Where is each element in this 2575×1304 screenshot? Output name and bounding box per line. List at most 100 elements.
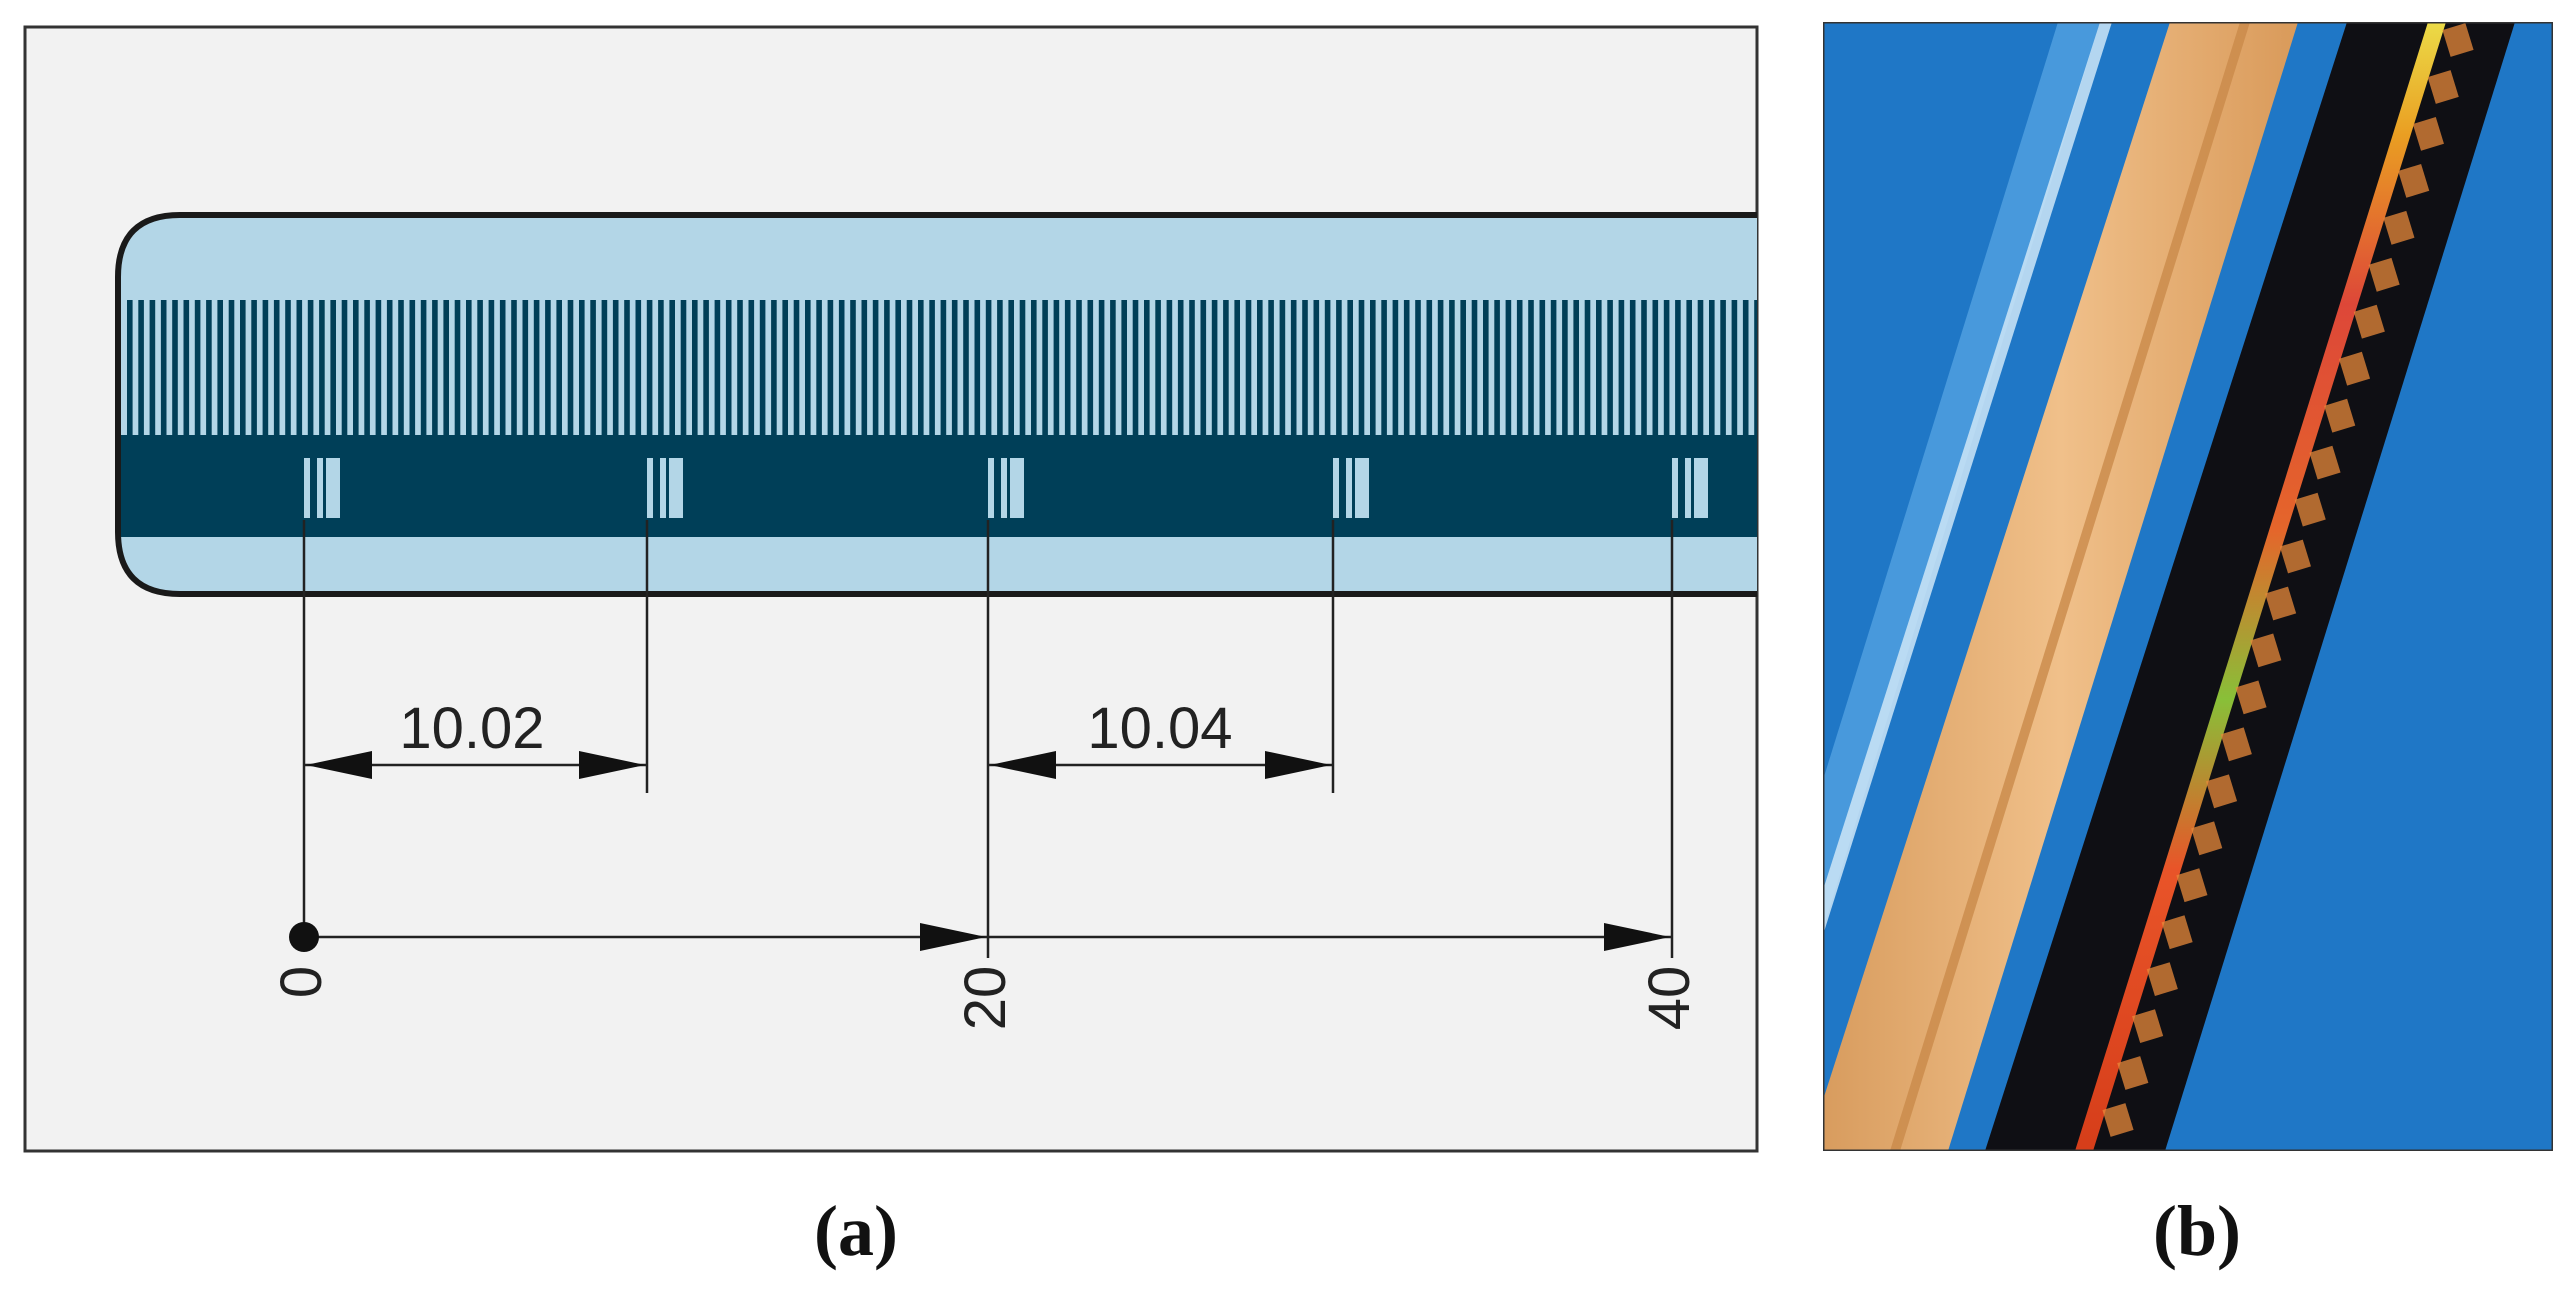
graduation-line (1437, 300, 1444, 435)
graduation-line (1370, 300, 1376, 435)
graduation-line (1731, 300, 1738, 435)
photo-mark (2279, 539, 2311, 574)
graduation-line (240, 300, 246, 435)
graduation-line (1087, 300, 1094, 435)
graduation-line (1460, 300, 1466, 435)
graduation-line (375, 300, 382, 435)
distance-coded-reference-marks (304, 458, 1708, 518)
photo-mark (2117, 1056, 2149, 1090)
graduation-line (1053, 300, 1060, 435)
photo-mark (2250, 633, 2282, 668)
graduation-line (929, 300, 935, 435)
graduation-line (635, 300, 642, 435)
graduation-line (1607, 300, 1613, 435)
graduation-line (556, 300, 562, 435)
scale-body (115, 212, 1757, 597)
photo-mark (2442, 23, 2474, 57)
graduation-line (1697, 300, 1704, 435)
graduation-line (1257, 300, 1263, 435)
graduation-line (1675, 300, 1681, 435)
reference-track (121, 435, 1757, 537)
arrowhead (1265, 751, 1331, 779)
graduation-line (1471, 300, 1478, 435)
graduation-line (669, 300, 675, 435)
graduation-line (997, 300, 1003, 435)
graduation-line (341, 300, 348, 435)
reference-mark-bar (1010, 458, 1024, 518)
graduation-line (1189, 300, 1195, 435)
graduation-line (1245, 300, 1252, 435)
arrowhead (920, 923, 986, 951)
graduation-line (330, 300, 336, 435)
reference-mark-bar (1346, 458, 1352, 518)
reference-mark-bar (988, 458, 994, 518)
graduation-line (1641, 300, 1647, 435)
graduation-line (251, 300, 257, 435)
graduation-line (1076, 300, 1082, 435)
graduation-line (1754, 300, 1757, 435)
graduation-line (499, 300, 506, 435)
graduation-line (714, 300, 721, 435)
photo-mark (2146, 962, 2178, 996)
graduation-line (172, 300, 178, 435)
graduation-line (918, 300, 924, 435)
photo-mark (2309, 445, 2341, 480)
graduation-line (816, 300, 822, 435)
graduation-line (1494, 300, 1500, 435)
scale-outline (115, 212, 1757, 597)
glass-rod-edge (1823, 22, 2112, 935)
graduation-line (217, 300, 223, 435)
graduation-line (364, 300, 370, 435)
graduation-line (703, 300, 709, 435)
graduation-line (1223, 300, 1229, 435)
graduation-line (443, 300, 449, 435)
graduation-line (1031, 300, 1037, 435)
graduation-line (1200, 300, 1207, 435)
graduation-line (409, 300, 416, 435)
graduation-line (285, 300, 291, 435)
photo-mark (2338, 351, 2371, 386)
graduation-line (262, 300, 269, 435)
arrowheads (289, 751, 1670, 952)
photo-mark (2383, 210, 2415, 245)
graduation-line (1709, 300, 1715, 435)
reference-mark-bar (660, 458, 666, 518)
photo-mark (2205, 774, 2238, 809)
graduation-line (1652, 300, 1659, 435)
dimension-label-1: 10.02 (399, 696, 544, 761)
graduation-line (850, 300, 856, 435)
graduation-line (1483, 300, 1489, 435)
photo-mark (2235, 680, 2267, 715)
graduation-line (1550, 300, 1557, 435)
graduation-line (1505, 300, 1512, 435)
graduation-line (1629, 300, 1636, 435)
graduation-line (545, 300, 551, 435)
caption-b: (b) (2153, 1191, 2241, 1271)
graduation-line (1539, 300, 1546, 435)
graduation-line (353, 300, 359, 435)
photo-mark (2176, 868, 2208, 903)
photo-mark (2265, 586, 2297, 621)
graduation-line (522, 300, 529, 435)
graduation-line (386, 300, 393, 435)
graduation-line (1290, 300, 1297, 435)
graduation-line (1132, 300, 1139, 435)
graduation-line (692, 300, 698, 435)
reference-mark-bar (1672, 458, 1678, 518)
origin-dot (289, 922, 319, 952)
graduation-line (1358, 300, 1365, 435)
graduation-line (206, 300, 212, 435)
photo-mark (2161, 915, 2193, 950)
graduation-line (1528, 300, 1534, 435)
reference-mark-bar (1694, 458, 1708, 518)
caption-a: (a) (814, 1191, 898, 1271)
graduation-line (985, 300, 992, 435)
graduation-line (782, 300, 788, 435)
graduation-line (680, 300, 687, 435)
graduation-line (160, 300, 167, 435)
graduation-line (488, 300, 495, 435)
graduation-line (183, 300, 190, 435)
graduation-line (477, 300, 483, 435)
graduation-line (884, 300, 890, 435)
arrowhead (306, 751, 372, 779)
